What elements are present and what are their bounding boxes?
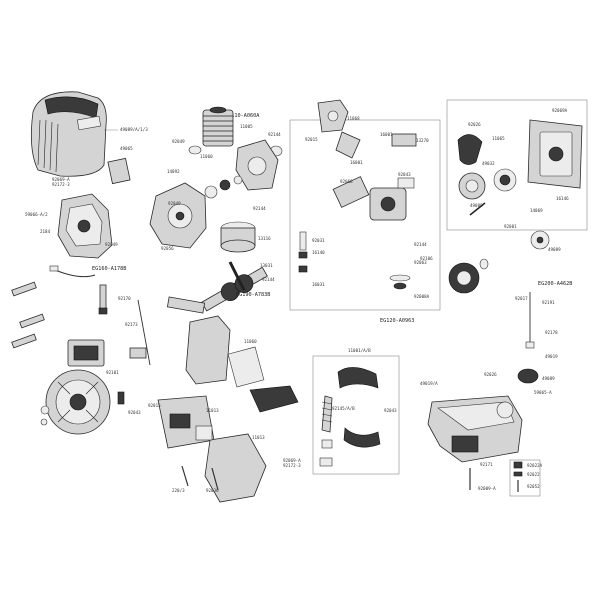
part-label: 92049 bbox=[172, 139, 185, 144]
part-label: 49032 bbox=[482, 161, 495, 166]
part-label: 92173 bbox=[125, 322, 138, 327]
part-label: 49089 bbox=[548, 247, 561, 252]
part-label: 92068 bbox=[340, 179, 353, 184]
part-label: 92069-A bbox=[52, 177, 70, 182]
part-label: 13031 bbox=[260, 263, 273, 268]
fuel-tank-assembly: EG200-A462B 92017 92191 92178 49019 4908… bbox=[420, 281, 572, 497]
part-label: 49019/A bbox=[420, 381, 438, 386]
part-label: 92043 bbox=[398, 172, 411, 177]
part-label: 92144 bbox=[268, 132, 281, 137]
group-code: EG120-A0963 bbox=[380, 318, 414, 324]
part-label: 11068 bbox=[347, 116, 360, 121]
part-label: 220/3 bbox=[172, 488, 185, 493]
part-label: 92026 bbox=[468, 122, 481, 127]
part-label: 16001 bbox=[350, 160, 363, 165]
part-label: 49089/A/1/3 bbox=[120, 127, 148, 132]
muffler-assembly: 11060 11013 11013 92069-A 92172-3 220/3 … bbox=[148, 296, 301, 503]
part-label: 92172-3 bbox=[52, 182, 70, 187]
part-label: 92017 bbox=[515, 296, 528, 301]
part-label: 14092 bbox=[167, 169, 180, 174]
group-code: EG200-A462B bbox=[538, 281, 572, 287]
part-label: 92101 bbox=[106, 370, 119, 375]
part-label: 11065 bbox=[492, 136, 505, 141]
part-label: 92015 bbox=[305, 137, 318, 142]
part-label: 92063 bbox=[414, 260, 427, 265]
group-code: EG110-A060A bbox=[225, 113, 260, 119]
part-label: 92144 bbox=[262, 277, 275, 282]
part-label: 92056 bbox=[161, 246, 174, 251]
part-label: 11013 bbox=[252, 435, 265, 440]
part-label: 92052 bbox=[527, 484, 540, 489]
part-label: 59066-A/2 bbox=[25, 212, 48, 217]
clutch-assembly: 11001/A/B 92145/A/B 92043 bbox=[312, 348, 400, 475]
part-label: 13270 bbox=[416, 138, 429, 143]
part-label: 16031 bbox=[312, 282, 325, 287]
cylinder-assembly: EG110-A060A 11005 92049 92144 11060 bbox=[172, 106, 283, 159]
part-label: 59065-A bbox=[534, 390, 552, 395]
part-label: 92043 bbox=[384, 408, 397, 413]
engine-cover: 49089/A/1/3 49065 92069-A 92172-3 bbox=[30, 91, 148, 187]
part-label: 11005 bbox=[240, 124, 253, 129]
part-label: 16001 bbox=[380, 132, 393, 137]
part-label: 92145/A/B bbox=[332, 406, 355, 411]
part-label: 92031 bbox=[312, 238, 325, 243]
part-label: 92106 bbox=[420, 256, 433, 261]
part-label: 49089 bbox=[542, 376, 555, 381]
part-label: 92170 bbox=[118, 296, 131, 301]
fan-housing: 59066-A/2 2184 92049 bbox=[25, 193, 118, 259]
part-label: 92049 bbox=[105, 242, 118, 247]
part-label: 92043 bbox=[128, 410, 141, 415]
recoil-starter-assembly: 92069A 11065 92026 49032 49089 16146 140… bbox=[420, 99, 588, 294]
part-label: 92015 bbox=[148, 403, 161, 408]
part-label: 92036 bbox=[206, 488, 219, 493]
part-label: 92022 bbox=[527, 472, 540, 477]
group-code: EG160-A178B bbox=[92, 266, 126, 272]
part-label: 92144 bbox=[253, 206, 266, 211]
part-label: 14069 bbox=[530, 208, 543, 213]
part-label: 49089 bbox=[470, 203, 483, 208]
ignition-assembly: EG160-A178B 92170 92173 92101 92043 bbox=[11, 265, 151, 435]
part-label: 11013 bbox=[206, 408, 219, 413]
carburetor-assembly: 92015 11068 16001 16001 92068 92043 1327… bbox=[289, 99, 441, 324]
part-label: 11060 bbox=[244, 339, 257, 344]
group-code: EG190-A783B bbox=[236, 292, 270, 298]
part-label: 92081 bbox=[504, 224, 517, 229]
part-label: 92171 bbox=[480, 462, 493, 467]
part-label: 49019 bbox=[545, 354, 558, 359]
part-label: 13116 bbox=[258, 236, 271, 241]
part-label: 16140 bbox=[312, 250, 325, 255]
part-label: 92049 bbox=[168, 201, 181, 206]
part-label: 92144 bbox=[414, 242, 427, 247]
part-label: 92069A bbox=[552, 108, 568, 113]
part-label: 92008A bbox=[414, 294, 430, 299]
part-label: 11001/A/B bbox=[348, 348, 371, 353]
crankcase-assembly: 14092 92049 92144 92056 13116 EG190-A783… bbox=[149, 139, 279, 312]
part-label: 92191 bbox=[542, 300, 555, 305]
part-label: 49065 bbox=[120, 146, 133, 151]
part-label: 92172-3 bbox=[283, 463, 301, 468]
part-label: 92009-A bbox=[478, 486, 496, 491]
part-label: 92026 bbox=[484, 372, 497, 377]
part-label: 11060 bbox=[200, 154, 213, 159]
part-label: 2184 bbox=[40, 229, 51, 234]
part-label: 16146 bbox=[556, 196, 569, 201]
part-label: 92069-A bbox=[283, 458, 301, 463]
part-label: 92178 bbox=[545, 330, 558, 335]
part-label: 92022A bbox=[527, 463, 543, 468]
